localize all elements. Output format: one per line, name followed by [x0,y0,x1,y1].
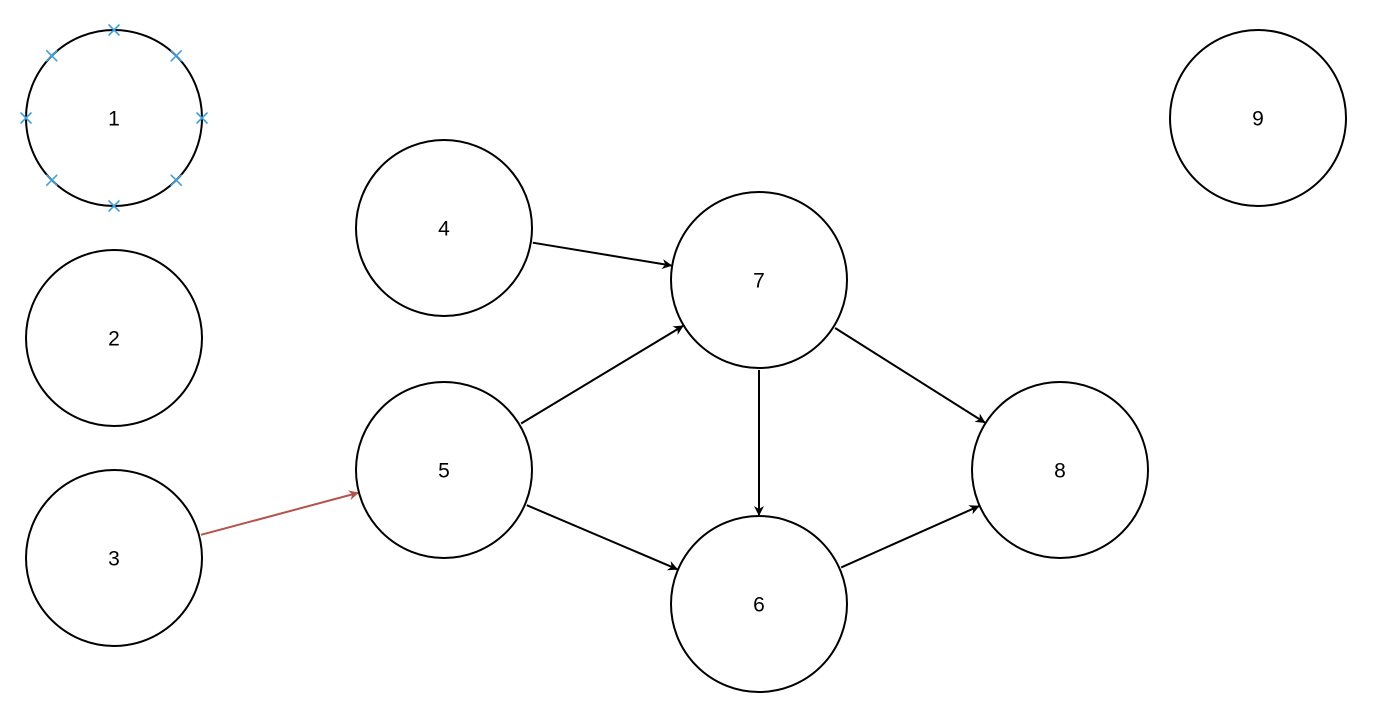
node-circle[interactable] [670,515,848,693]
node-7[interactable]: 7 [670,191,848,369]
edge-6-to-8[interactable] [840,505,980,569]
node-label: 3 [108,548,120,571]
resize-handle[interactable] [45,49,58,62]
node-label: 9 [1252,108,1264,131]
edges-layer [200,241,986,571]
resize-handle[interactable] [196,112,208,124]
resize-handle[interactable] [170,49,183,62]
edge-3-to-5[interactable] [200,490,359,536]
node-circle[interactable] [355,381,533,559]
node-4[interactable]: 4 [355,139,533,317]
resize-handle[interactable] [45,174,58,187]
node-9[interactable]: 9 [1169,29,1347,207]
edge-5-to-7[interactable] [520,325,684,425]
resize-handle[interactable] [108,200,120,212]
node-6[interactable]: 6 [670,515,848,693]
node-label: 7 [753,270,765,293]
resize-handle[interactable] [108,24,120,36]
nodes-layer: 1 2 3 4 5 6 7 8 9 [25,29,1347,693]
resize-handle[interactable] [170,174,183,187]
resize-handle[interactable] [20,112,32,124]
node-2[interactable]: 2 [25,249,203,427]
selection-handles [20,24,208,212]
node-label: 1 [108,108,120,131]
node-circle[interactable] [1169,29,1347,207]
node-label: 2 [108,328,120,351]
node-8[interactable]: 8 [971,381,1149,559]
node-5[interactable]: 5 [355,381,533,559]
edge-5-to-6[interactable] [526,504,679,571]
node-label: 5 [438,460,450,483]
node-circle[interactable] [670,191,848,369]
edge-4-to-7[interactable] [532,241,673,269]
node-label: 4 [438,218,450,241]
edge-7-to-8[interactable] [834,327,986,424]
node-label: 6 [753,594,765,617]
node-circle[interactable] [971,381,1149,559]
node-circle[interactable] [25,249,203,427]
node-circle[interactable] [25,469,203,647]
node-label: 8 [1054,460,1066,483]
node-3[interactable]: 3 [25,469,203,647]
node-circle[interactable] [355,139,533,317]
